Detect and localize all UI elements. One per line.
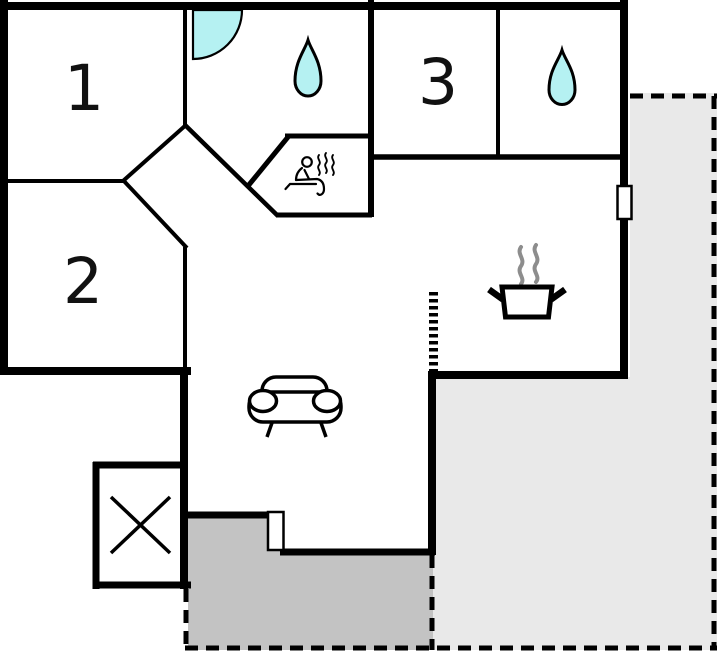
open-terrace-area xyxy=(431,93,717,650)
window-marker xyxy=(616,184,633,221)
sauna-person-head xyxy=(301,156,313,168)
sofa-icon xyxy=(247,375,343,438)
sauna-person-back xyxy=(294,166,304,182)
water-drop-icon xyxy=(547,44,577,106)
terrace-dashed-border xyxy=(183,93,717,651)
pot-steam xyxy=(517,243,540,286)
wall-sauna-diagonal xyxy=(246,135,290,188)
shower-icon xyxy=(191,8,244,61)
interior-walls xyxy=(0,0,625,369)
exterior-walls xyxy=(0,0,628,589)
covered-terrace-area xyxy=(188,514,433,650)
sauna-person-leg xyxy=(294,177,326,196)
room-1-label: 1 xyxy=(64,52,104,125)
x-mark-icon xyxy=(109,495,172,555)
sofa-armrest-right xyxy=(311,388,343,414)
sauna-person-arm xyxy=(303,168,311,181)
pot-handle-right xyxy=(549,286,567,303)
water-drop-icon xyxy=(293,34,323,98)
sauna-steam xyxy=(317,152,335,176)
room-3-label: 3 xyxy=(418,46,458,119)
pot-body xyxy=(499,284,555,320)
wall-room1-diagonal xyxy=(121,123,188,183)
room-2-label: 2 xyxy=(63,245,103,318)
wall-hall-diagonal xyxy=(182,122,280,218)
door-marker xyxy=(266,510,285,552)
sofa-armrest-left xyxy=(247,388,279,414)
pot-handle-left xyxy=(487,286,505,303)
sauna-person-icon xyxy=(284,152,335,196)
sauna-bench xyxy=(284,182,318,191)
wall-room2-diagonal xyxy=(121,178,189,250)
cooking-pot-icon xyxy=(487,243,567,320)
